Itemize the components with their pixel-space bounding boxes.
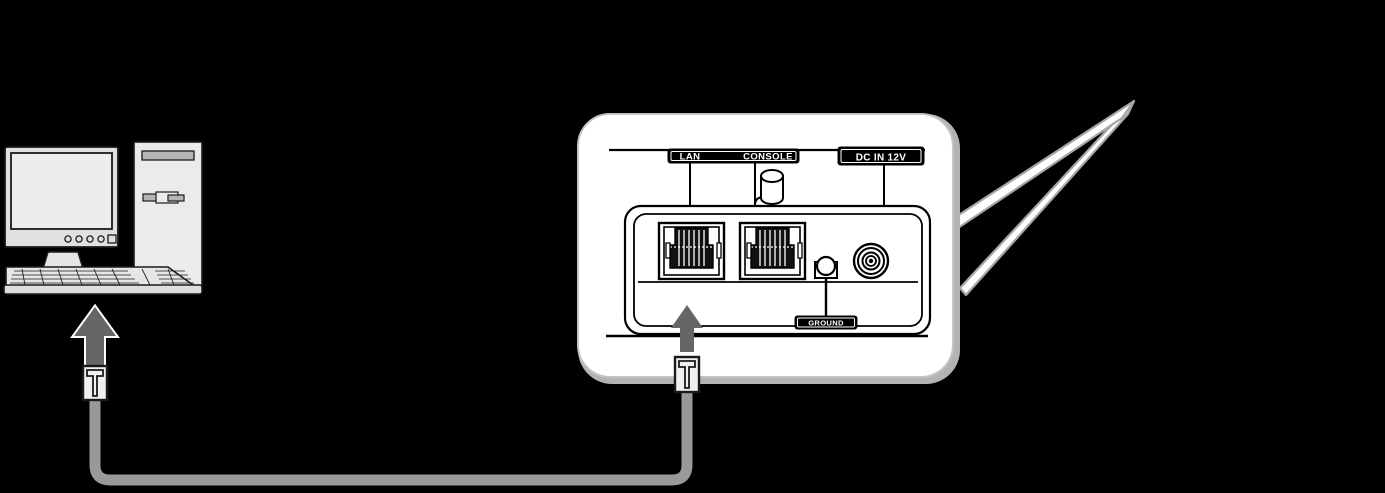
label-plate-ground: GROUND [794,315,858,330]
optical-drive-bay [141,150,195,161]
console-port[interactable] [738,221,807,281]
computer-tower [133,141,203,289]
floppy-drive-slot [142,191,185,204]
console-connector-cylinder [760,169,784,205]
crt-monitor [4,146,119,248]
monitor-button-2[interactable] [75,235,83,243]
monitor-button-4[interactable] [97,235,105,243]
insert-arrow-computer [70,303,120,368]
monitor-buttons [64,234,117,244]
dc-in-port-label: DC IN 12V [856,153,907,164]
monitor-power-button[interactable] [107,234,117,244]
keyboard [3,266,203,295]
label-plate-dc-in: DC IN 12V [837,146,925,166]
lan-port[interactable] [657,221,726,281]
console-port-contacts [759,230,786,266]
monitor-screen [10,152,113,230]
desktop-computer [3,141,203,295]
keyboard-keys [10,268,194,286]
lan-port-contacts [678,230,705,266]
rj45-plug-computer [81,364,109,402]
console-port-label: CONSOLE [743,152,793,163]
ground-terminal[interactable] [814,255,838,322]
lan-cable [89,385,693,486]
label-plate-lan-console: LAN CONSOLE [667,148,800,164]
antenna [946,99,1136,297]
rj45-plug-device [673,355,701,394]
dc-in-port[interactable] [852,242,890,280]
ground-terminal-label: GROUND [808,319,844,328]
monitor-button-1[interactable] [64,235,72,243]
monitor-button-3[interactable] [86,235,94,243]
lan-port-label: LAN [680,152,701,163]
insert-arrow-device [671,305,703,352]
